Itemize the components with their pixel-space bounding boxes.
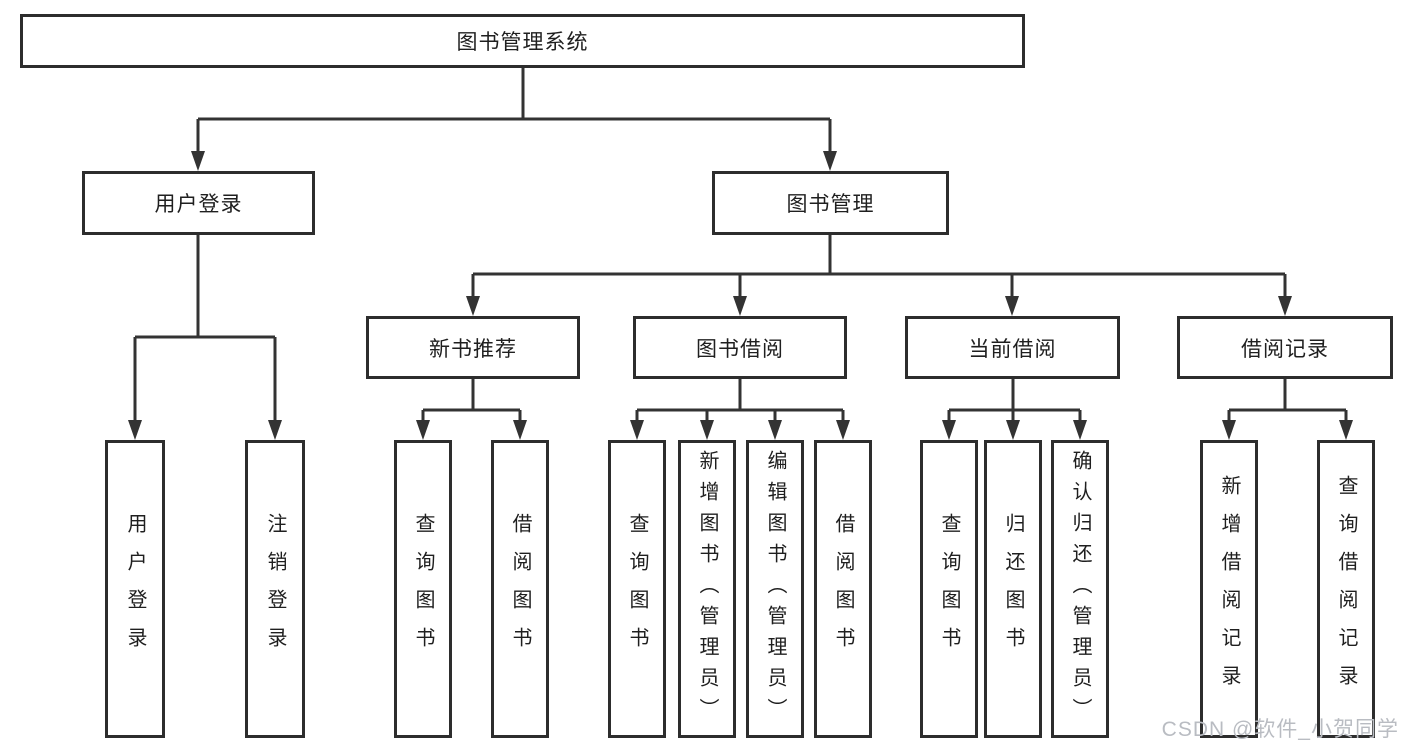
node-label: 新书推荐 [429,337,517,361]
node-book-borrowing: 图书借阅 [633,316,847,379]
leaf-confirm-return-admin: 确认归还（管理员） [1051,440,1109,738]
csdn-watermark: CSDN @软件_小贺同学 [1161,718,1399,741]
node-borrowing-records: 借阅记录 [1177,316,1393,379]
node-label: 查询图书 [938,513,960,665]
node-label: 借阅图书 [509,513,531,665]
leaf-query-books-current: 查询图书 [920,440,978,738]
node-library-management-system: 图书管理系统 [20,14,1025,68]
node-label: 查询图书 [626,513,648,665]
leaf-query-books-recommend: 查询图书 [394,440,452,738]
node-label: 查询图书 [412,513,434,665]
node-label: 图书管理系统 [456,31,589,54]
node-label: 归还图书 [1002,513,1024,665]
node-label: 图书管理 [786,193,875,216]
node-book-management: 图书管理 [712,171,949,235]
node-current-borrowing: 当前借阅 [905,316,1120,379]
leaf-query-borrow-record: 查询借阅记录 [1317,440,1375,738]
node-label: 注销登录 [264,513,286,665]
node-label: 新增借阅记录 [1218,475,1240,703]
node-label: 编辑图书（管理员） [764,449,786,729]
leaf-user-login: 用户登录 [105,440,165,738]
node-label: 新增图书（管理员） [696,449,718,729]
leaf-logout: 注销登录 [245,440,305,738]
leaf-add-book-admin: 新增图书（管理员） [678,440,736,738]
leaf-borrow-books: 借阅图书 [814,440,872,738]
node-label: 当前借阅 [968,337,1057,361]
leaf-return-books: 归还图书 [984,440,1042,738]
leaf-query-books-borrow: 查询图书 [608,440,666,738]
leaf-borrow-books-recommend: 借阅图书 [491,440,549,738]
node-label: 查询借阅记录 [1335,475,1357,703]
node-label: 确认归还（管理员） [1069,449,1091,729]
leaf-add-borrow-record: 新增借阅记录 [1200,440,1258,738]
node-user-login: 用户登录 [82,171,315,235]
node-label: 图书借阅 [696,337,784,361]
node-new-book-recommendation: 新书推荐 [366,316,580,379]
leaf-edit-book-admin: 编辑图书（管理员） [746,440,804,738]
node-label: 用户登录 [154,193,243,216]
node-label: 用户登录 [124,513,146,665]
node-label: 借阅记录 [1241,337,1329,361]
node-label: 借阅图书 [832,513,854,665]
